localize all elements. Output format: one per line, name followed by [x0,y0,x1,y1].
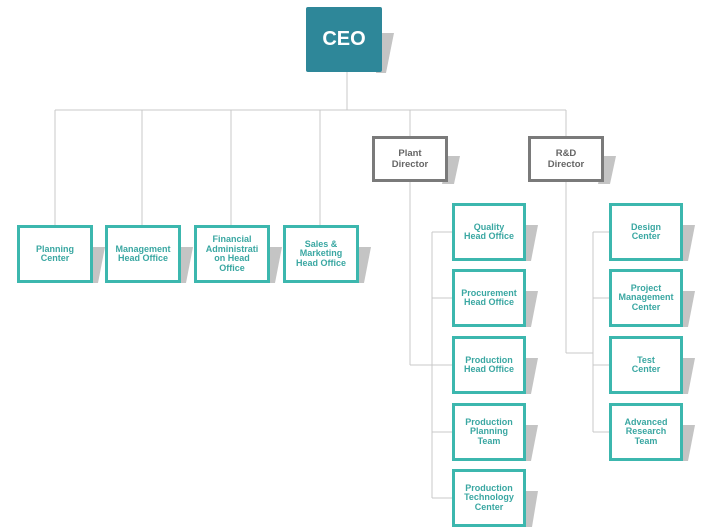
test-center-label: Test Center [631,354,661,374]
rnd-director-label: R&D Director [547,148,585,170]
sales-marketing-head-office-box[interactable]: Sales & Marketing Head Office [283,225,359,283]
procurement-head-office-box[interactable]: Procurement Head Office [452,269,526,327]
ceo-box[interactable]: CEO [306,7,382,72]
production-technology-center-box[interactable]: Production Technology Center [452,469,526,527]
test-center-box[interactable]: Test Center [609,336,683,394]
quality-head-office-label: Quality Head Office [463,221,514,241]
planning-center-box[interactable]: Planning Center [17,225,93,283]
design-center-label: Design Center [630,221,661,241]
planning-center-label: Planning Center [36,243,74,263]
plant-director-label: Plant Director [391,148,429,170]
financial-administration-head-office-box[interactable]: Financial Administrati on Head Office [194,225,270,283]
production-head-office-label: Production Head Office [463,354,514,374]
rnd-director-box[interactable]: R&D Director [528,136,604,182]
production-planning-team-label: Production Planning Team [465,416,513,446]
project-management-center-box[interactable]: Project Management Center [609,269,683,327]
quality-head-office-box[interactable]: Quality Head Office [452,203,526,261]
project-management-center-label: Project Management Center [618,282,674,312]
production-technology-center-label: Production Technology Center [464,482,514,512]
design-center-box[interactable]: Design Center [609,203,683,261]
advanced-research-team-box[interactable]: Advanced Research Team [609,403,683,461]
procurement-head-office-label: Procurement Head Office [461,287,517,307]
ceo-label: CEO [322,28,366,50]
advanced-research-team-label: Advanced Research Team [624,416,668,446]
production-planning-team-box[interactable]: Production Planning Team [452,403,526,461]
financial-administration-head-office-label: Financial Administrati on Head Office [205,234,259,273]
management-head-office-label: Management Head Office [115,243,171,263]
management-head-office-box[interactable]: Management Head Office [105,225,181,283]
sales-marketing-head-office-label: Sales & Marketing Head Office [295,238,346,268]
production-head-office-box[interactable]: Production Head Office [452,336,526,394]
plant-director-box[interactable]: Plant Director [372,136,448,182]
